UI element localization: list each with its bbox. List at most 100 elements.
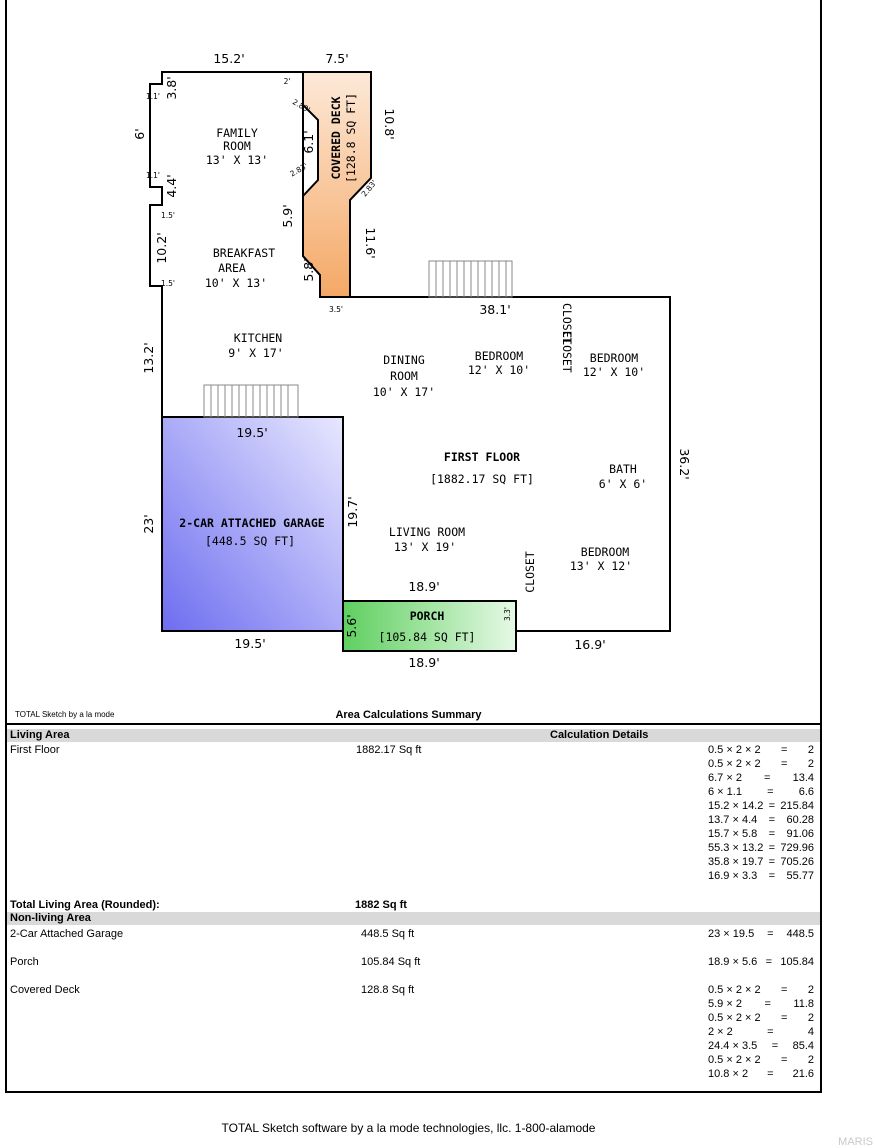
bedroom1-size: 12' X 10' [468,363,530,377]
dim-fam-left-d: 1.1' [146,171,160,180]
calc-result: 11.8 [793,998,814,1010]
calc-line: 16.9 × 3.3 = 55.77 [708,869,814,883]
garage-calcs: 23 × 19.5=448.5 [708,927,814,941]
stairs-garage [203,384,299,418]
calc-expr: 15.7 × 5.8 [708,828,758,840]
dim-deck-left-b: 5.9' [280,204,295,227]
calc-result: 21.6 [792,1068,814,1080]
bath-size: 6' X 6' [599,477,647,491]
family-room-size: 13' X 13' [206,153,268,167]
calc-expr: 15.2 × 14.2 [708,800,764,812]
living-area-header: Living Area Calculation Details [7,729,820,742]
calc-eq: = [767,1026,774,1038]
dim-top-family: 15.2' [213,51,244,66]
calc-line: 6.7 × 2=13.4 [708,771,814,785]
garage-area: [448.5 SQ FT] [205,534,295,548]
dining-name: DINING [383,353,425,367]
deck-name: COVERED DECK [329,96,343,179]
calc-eq: = [768,800,776,812]
calc-line: 2 × 2=4 [708,1025,814,1039]
dim-porch-left: 5.6' [344,614,359,637]
calc-expr: 0.5 × 2 × 2 [708,1012,761,1024]
first-floor-row-area: 1882.17 Sq ft [356,744,422,756]
page-frame [5,0,822,1093]
bedroom3-size: 13' X 12' [570,559,632,573]
porch-shape [342,600,517,652]
calc-eq: = [768,870,776,882]
breakfast-size: 10' X 13' [205,276,267,290]
calc-eq: = [765,956,773,968]
covered-deck-shape [302,71,372,298]
bedroom3-name: BEDROOM [581,545,630,559]
calc-result: 2 [807,758,814,770]
dim-deck-bottom: 3.5' [329,305,343,314]
calc-expr: 55.3 × 13.2 [708,842,764,854]
calc-details-heading: Calculation Details [550,729,649,741]
first-floor-row-name: First Floor [10,744,60,756]
calc-line: 13.7 × 4.4=60.28 [708,813,814,827]
dim-deck-left-c: 5.8' [301,258,316,281]
calc-line: 23 × 19.5=448.5 [708,927,814,941]
dim-porch-top: 18.9' [408,579,439,594]
calc-eq: = [767,786,774,798]
calc-line: 18.9 × 5.6=105.84 [708,955,814,969]
calc-result: 2 [807,984,814,996]
calc-expr: 6.7 × 2 [708,772,742,784]
calc-eq: = [768,842,776,854]
breakfast-name2: AREA [218,261,246,275]
closet-label-3: CLOSET [523,551,537,593]
summary-title: Area Calculations Summary [335,709,482,721]
non-living-area-header: Non-living Area [7,912,820,925]
dim-fam-left-c: 6' [132,128,147,139]
family-room-name: FAMILY [216,126,258,140]
calc-eq: = [781,758,788,770]
dim-kitchen-left: 13.2' [141,342,156,373]
dim-deck-right2: 11.6' [363,227,378,258]
calc-eq: = [767,1068,774,1080]
calc-line: 0.5 × 2 × 2=2 [708,1011,814,1025]
calc-expr: 0.5 × 2 × 2 [708,984,761,996]
dim-fam-left-a: 3.8' [164,76,179,99]
dim-garage-bottom: 19.5' [234,636,265,651]
kitchen-size: 9' X 17' [228,346,283,360]
calc-eq: = [764,772,771,784]
calc-result: 2 [807,744,814,756]
dim-right-bottom: 16.9' [574,637,605,652]
dim-garage-left: 23' [141,514,156,533]
calc-result: 55.77 [786,870,814,882]
calc-result: 91.06 [786,828,814,840]
calc-result: 6.6 [798,786,814,798]
calc-line: 0.5 × 2 × 2=2 [708,1053,814,1067]
bedroom1-name: BEDROOM [475,349,524,363]
calc-result: 60.28 [786,814,814,826]
footer-credit: TOTAL Sketch software by a la mode techn… [221,1121,596,1135]
dim-garage-top: 19.5' [236,425,267,440]
non-living-heading: Non-living Area [10,912,91,924]
floor-plan: FAMILY ROOM 13' X 13' BREAKFAST AREA 10'… [132,51,692,670]
dim-porch-bottom: 18.9' [408,655,439,670]
calc-result: 215.84 [780,800,814,812]
calc-eq: = [781,984,788,996]
calc-eq: = [764,998,771,1010]
calc-result: 705.26 [780,856,814,868]
calc-expr: 0.5 × 2 × 2 [708,1054,761,1066]
calc-expr: 0.5 × 2 × 2 [708,758,761,770]
dim-fam-left-b: 1.1' [146,92,160,101]
calc-line: 55.3 × 13.2 = 729.96 [708,841,814,855]
first-floor-area: [1882.17 SQ FT] [430,472,534,486]
porch-area: [105.84 SQ FT] [379,630,476,644]
calc-expr: 35.8 × 19.7 [708,856,764,868]
calc-eq: = [768,814,776,826]
breakfast-name: BREAKFAST [213,246,275,260]
dim-deck-small-a: 2' [284,77,291,86]
garage-row-name: 2-Car Attached Garage [10,928,124,940]
calc-expr: 16.9 × 3.3 [708,870,758,882]
calc-result: 729.96 [780,842,814,854]
bedroom2-size: 12' X 10' [583,365,645,379]
total-living-value: 1882 Sq ft [355,899,407,911]
calc-expr: 6 × 1.1 [708,786,742,798]
deck-row-name: Covered Deck [10,984,80,996]
dining-name2: ROOM [390,369,418,383]
